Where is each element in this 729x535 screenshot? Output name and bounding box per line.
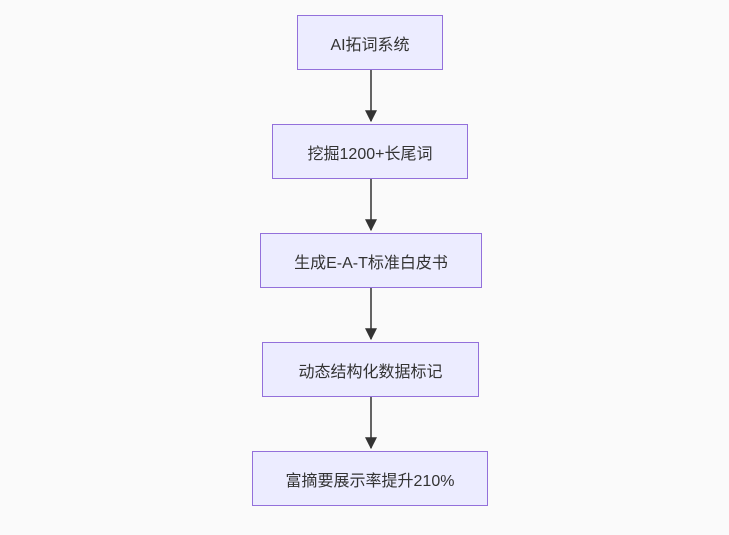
flow-node-label: 生成E-A-T标准白皮书: [294, 254, 448, 272]
flow-node-ai-word-system: AI拓词系统: [297, 15, 443, 70]
flow-node-rich-snippet-rate: 富摘要展示率提升210%: [252, 451, 488, 506]
flow-node-label: 富摘要展示率提升210%: [285, 472, 455, 490]
flow-node-label: 动态结构化数据标记: [298, 363, 443, 381]
flow-node-generate-eat-whitepaper: 生成E-A-T标准白皮书: [260, 233, 482, 288]
flow-node-mine-longtail-words: 挖掘1200+长尾词: [272, 124, 468, 179]
flow-node-label: AI拓词系统: [330, 36, 410, 54]
flow-node-dynamic-structured-data: 动态结构化数据标记: [262, 342, 479, 397]
flow-node-label: 挖掘1200+长尾词: [307, 145, 433, 163]
